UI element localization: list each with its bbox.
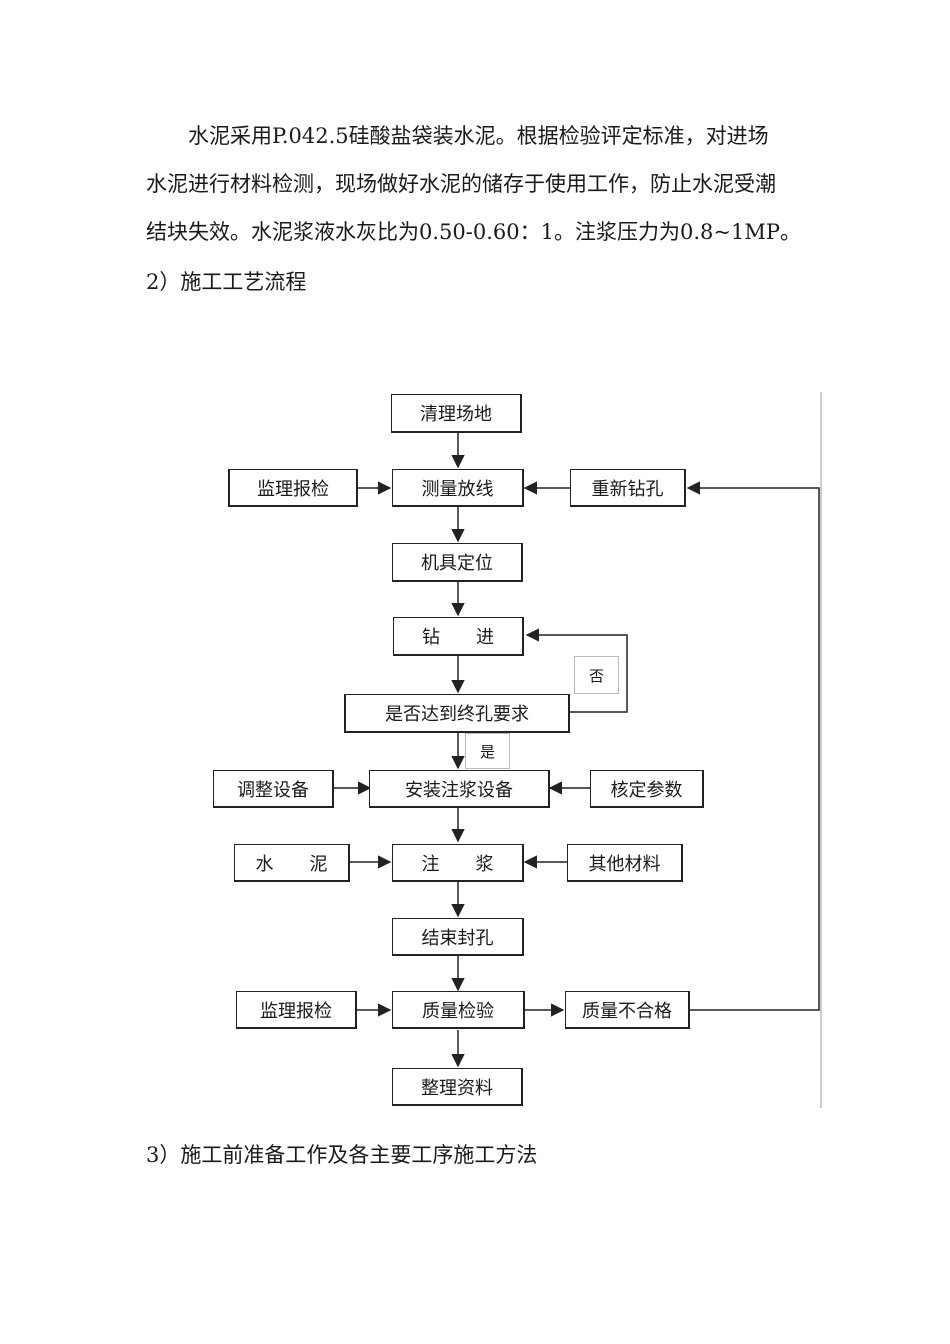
box-supervision-report-1: 监理报检: [228, 469, 358, 507]
label-yes: 是: [465, 733, 510, 769]
intro-line-1: 水泥采用P.042.5硅酸盐袋装水泥。根据检验评定标准，对进场: [188, 124, 769, 148]
box-quality-inspection: 质量检验: [392, 991, 525, 1029]
box-adjust-equipment: 调整设备: [213, 770, 334, 808]
box-survey-layout: 测量放线: [392, 469, 524, 507]
box-clear-site: 清理场地: [391, 394, 522, 433]
box-install-grouting-equipment: 安装注浆设备: [369, 770, 550, 808]
box-organize-records: 整理资料: [392, 1068, 523, 1106]
intro-line-2: 水泥进行材料检测，现场做好水泥的储存于使用工作，防止水泥受潮: [146, 172, 776, 196]
box-other-materials: 其他材料: [567, 844, 683, 882]
box-quality-unqualified: 质量不合格: [565, 991, 690, 1029]
box-supervision-report-2: 监理报检: [236, 991, 357, 1029]
section-2-heading: 2）施工工艺流程: [146, 270, 307, 294]
box-seal-hole: 结束封孔: [392, 918, 524, 956]
box-cement: 水 泥: [234, 844, 350, 882]
box-equipment-positioning: 机具定位: [392, 543, 523, 582]
box-verify-parameters: 核定参数: [590, 770, 704, 808]
section-3-heading: 3）施工前准备工作及各主要工序施工方法: [146, 1143, 538, 1167]
box-redrill: 重新钻孔: [570, 469, 686, 507]
intro-line-3: 结块失效。水泥浆液水灰比为0.50-0.60：1。注浆压力为0.8~1MP。: [146, 220, 801, 244]
box-final-hole-check: 是否达到终孔要求: [344, 694, 570, 733]
label-no: 否: [574, 656, 619, 694]
box-grouting: 注 浆: [392, 844, 524, 882]
box-drilling: 钻 进: [393, 617, 524, 656]
intro-paragraph: 水泥采用P.042.5硅酸盐袋装水泥。根据检验评定标准，对进场 水泥进行材料检测…: [146, 112, 816, 256]
